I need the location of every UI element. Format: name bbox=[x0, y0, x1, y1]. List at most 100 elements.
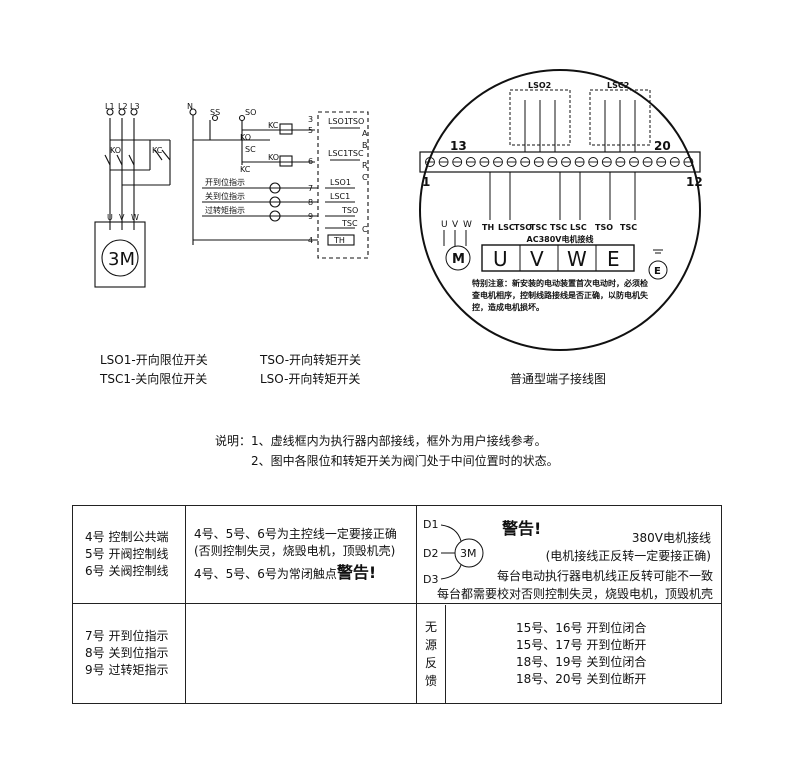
switch-label: TSC bbox=[620, 223, 637, 232]
motor-wiring-icon: D1 D2 D3 3M bbox=[423, 518, 484, 586]
phase-label: N bbox=[187, 102, 193, 111]
table-line: 每台都需要校对否则控制失灵，烧毁电机，顶毁机壳 bbox=[436, 586, 713, 601]
special-note: 特别注意：新安装的电动装置首次电动时，必须检查电机相序，控制线路接线是否正确，以… bbox=[472, 279, 648, 312]
d-label: D2 bbox=[423, 547, 438, 560]
terminal-label: V bbox=[452, 220, 459, 230]
limit-label: TSC bbox=[347, 149, 364, 158]
note-line: 说明：1、虚线框内为执行器内部接线，框外为用户接线参考。 bbox=[215, 432, 547, 449]
switch-label: SS bbox=[210, 108, 220, 117]
motor-symbol: M bbox=[452, 252, 465, 267]
table-line: 5号 开阀控制线 bbox=[85, 547, 169, 561]
switch-label: LSC2 bbox=[607, 81, 629, 90]
terminal-screw bbox=[438, 157, 449, 167]
legend-row: TSC1-关向限位开关 bbox=[100, 370, 207, 387]
table-cell: 7号 开到位指示 8号 关到位指示 9号 过转矩指示 bbox=[72, 603, 186, 704]
relay-label: KO bbox=[268, 153, 279, 162]
switch-label: LSC bbox=[570, 223, 587, 232]
small-label: A bbox=[362, 129, 368, 138]
switch-label: SC bbox=[245, 145, 256, 154]
motor-label: 3M bbox=[460, 547, 477, 560]
phase-label: L2 bbox=[118, 102, 128, 111]
feedback-row: 15号、17号 开到位断开 bbox=[516, 637, 647, 652]
table-line: 380V电机接线 bbox=[631, 530, 711, 545]
motor-terminal-letter: E bbox=[607, 247, 620, 271]
terminal-number: 6 bbox=[308, 157, 313, 166]
feedback-row: 18号、19号 关到位闭合 bbox=[516, 654, 647, 669]
switch-label: TSC bbox=[530, 223, 547, 232]
motor-terminal-letter: U bbox=[493, 247, 508, 271]
switch-label: TH bbox=[482, 223, 494, 232]
phase-label: L1 bbox=[105, 102, 115, 111]
limit-label: TSC bbox=[341, 219, 358, 228]
note-text: 1、虚线框内为执行器内部接线，框外为用户接线参考。 bbox=[251, 434, 547, 448]
terminal-number: 9 bbox=[308, 212, 313, 221]
terminal-range-label: 13 bbox=[450, 139, 467, 153]
terminal-number: 5 bbox=[308, 126, 313, 135]
legend-right: TSO-开向转矩开关 bbox=[260, 353, 362, 367]
indicator-label: 关到位指示 bbox=[205, 191, 245, 201]
note-line: 2、图中各限位和转矩开关为阀门处于中间位置时的状态。 bbox=[251, 454, 559, 468]
small-label: C bbox=[362, 173, 368, 182]
terminal-label: U bbox=[107, 213, 113, 222]
d-label: D3 bbox=[423, 573, 438, 586]
switch-label: TSO bbox=[514, 223, 532, 232]
indicator-label: 过转矩指示 bbox=[205, 205, 245, 215]
terminal-label: V bbox=[119, 213, 125, 222]
legend-row: LSO1-开向限位开关 bbox=[100, 351, 208, 368]
table-line: (否则控制失灵，烧毁电机，顶毁机壳) bbox=[194, 544, 396, 558]
motor-label: 3M bbox=[108, 249, 135, 270]
d-label: D1 bbox=[423, 518, 438, 531]
legend-left: TSC1-关向限位开关 bbox=[100, 372, 208, 386]
switch-label: TSO bbox=[595, 223, 613, 232]
table-line: 每台电动执行器电机线正反转可能不一致 bbox=[496, 568, 713, 583]
terminal-number: 3 bbox=[308, 115, 313, 124]
small-label: C bbox=[362, 225, 368, 234]
table-cell: 4号、5号、6号为主控线一定要接正确 (否则控制失灵，烧毁电机，顶毁机壳) 4号… bbox=[185, 505, 417, 604]
limit-label: TH bbox=[333, 236, 345, 245]
warning-text: 警告! bbox=[336, 563, 377, 582]
table-line: 4号、5号、6号为常闭触点 bbox=[194, 567, 337, 581]
table-line: 7号 开到位指示 bbox=[85, 629, 169, 643]
limit-label: TSO bbox=[347, 117, 364, 126]
table-line: (电机接线正反转一定要接正确) bbox=[545, 548, 711, 563]
ground-symbol: E bbox=[654, 266, 661, 277]
terminal-label: W bbox=[131, 213, 139, 222]
small-label: B bbox=[362, 141, 368, 150]
legend-row: LSO-开向转矩开关 bbox=[260, 370, 360, 387]
limit-label: LSO1 bbox=[328, 117, 349, 126]
right-diagram-caption: 普通型端子接线图 bbox=[510, 372, 607, 386]
legend-right: LSO-开向转矩开关 bbox=[260, 372, 361, 386]
small-label: R bbox=[362, 161, 368, 170]
terminal-number: 8 bbox=[308, 198, 313, 207]
contactor-label: KO bbox=[110, 146, 121, 155]
switch-label: SO bbox=[245, 108, 256, 117]
switch-label: LSC bbox=[498, 223, 515, 232]
table-cell: D1 D2 D3 3M 警告! 380V电机接线 (电机接线正反转一定要接正确)… bbox=[416, 505, 722, 604]
indicator-label: 开到位指示 bbox=[205, 177, 245, 187]
relay-label: KC bbox=[240, 165, 251, 174]
table-cell: 4号 控制公共端 5号 开阀控制线 6号 关阀控制线 bbox=[72, 505, 186, 604]
relay-label: KC bbox=[268, 121, 279, 130]
terminal-wiring-diagram: LSO2 LSC2 TH LSC TSO TSC TSC LSC TSO TSC… bbox=[419, 69, 703, 351]
table-cell: 无源 反馈 15号、16号 开到位闭合 15号、17号 开到位断开 18号、19… bbox=[416, 603, 722, 704]
limit-label: TSO bbox=[341, 206, 358, 215]
motor-box-title: AC380V电机接线 bbox=[527, 234, 594, 244]
table-line: 8号 关到位指示 bbox=[85, 646, 169, 660]
switch-label: TSC bbox=[550, 223, 567, 232]
terminal-range-label: 12 bbox=[686, 175, 703, 189]
table-line: 4号、5号、6号为主控线一定要接正确 bbox=[194, 527, 397, 541]
feedback-row: 18号、20号 关到位断开 bbox=[516, 671, 647, 686]
note-title: 说明： bbox=[215, 434, 252, 448]
terminal-number: 4 bbox=[308, 236, 313, 245]
table-line: 4号 控制公共端 bbox=[85, 530, 169, 544]
limit-label: LSO1 bbox=[330, 178, 351, 187]
feedback-row: 15号、16号 开到位闭合 bbox=[516, 620, 647, 635]
table-line: 6号 关阀控制线 bbox=[85, 564, 169, 578]
table-cell bbox=[185, 603, 417, 704]
relay-label: KO bbox=[240, 133, 251, 142]
wiring-table: 4号 控制公共端 5号 开阀控制线 6号 关阀控制线 4号、5号、6号为主控线一… bbox=[72, 505, 722, 704]
terminal-label: U bbox=[441, 220, 448, 230]
table-line: 9号 过转矩指示 bbox=[85, 663, 169, 677]
phase-label: L3 bbox=[130, 102, 140, 111]
terminal-range-label: 20 bbox=[654, 139, 671, 153]
